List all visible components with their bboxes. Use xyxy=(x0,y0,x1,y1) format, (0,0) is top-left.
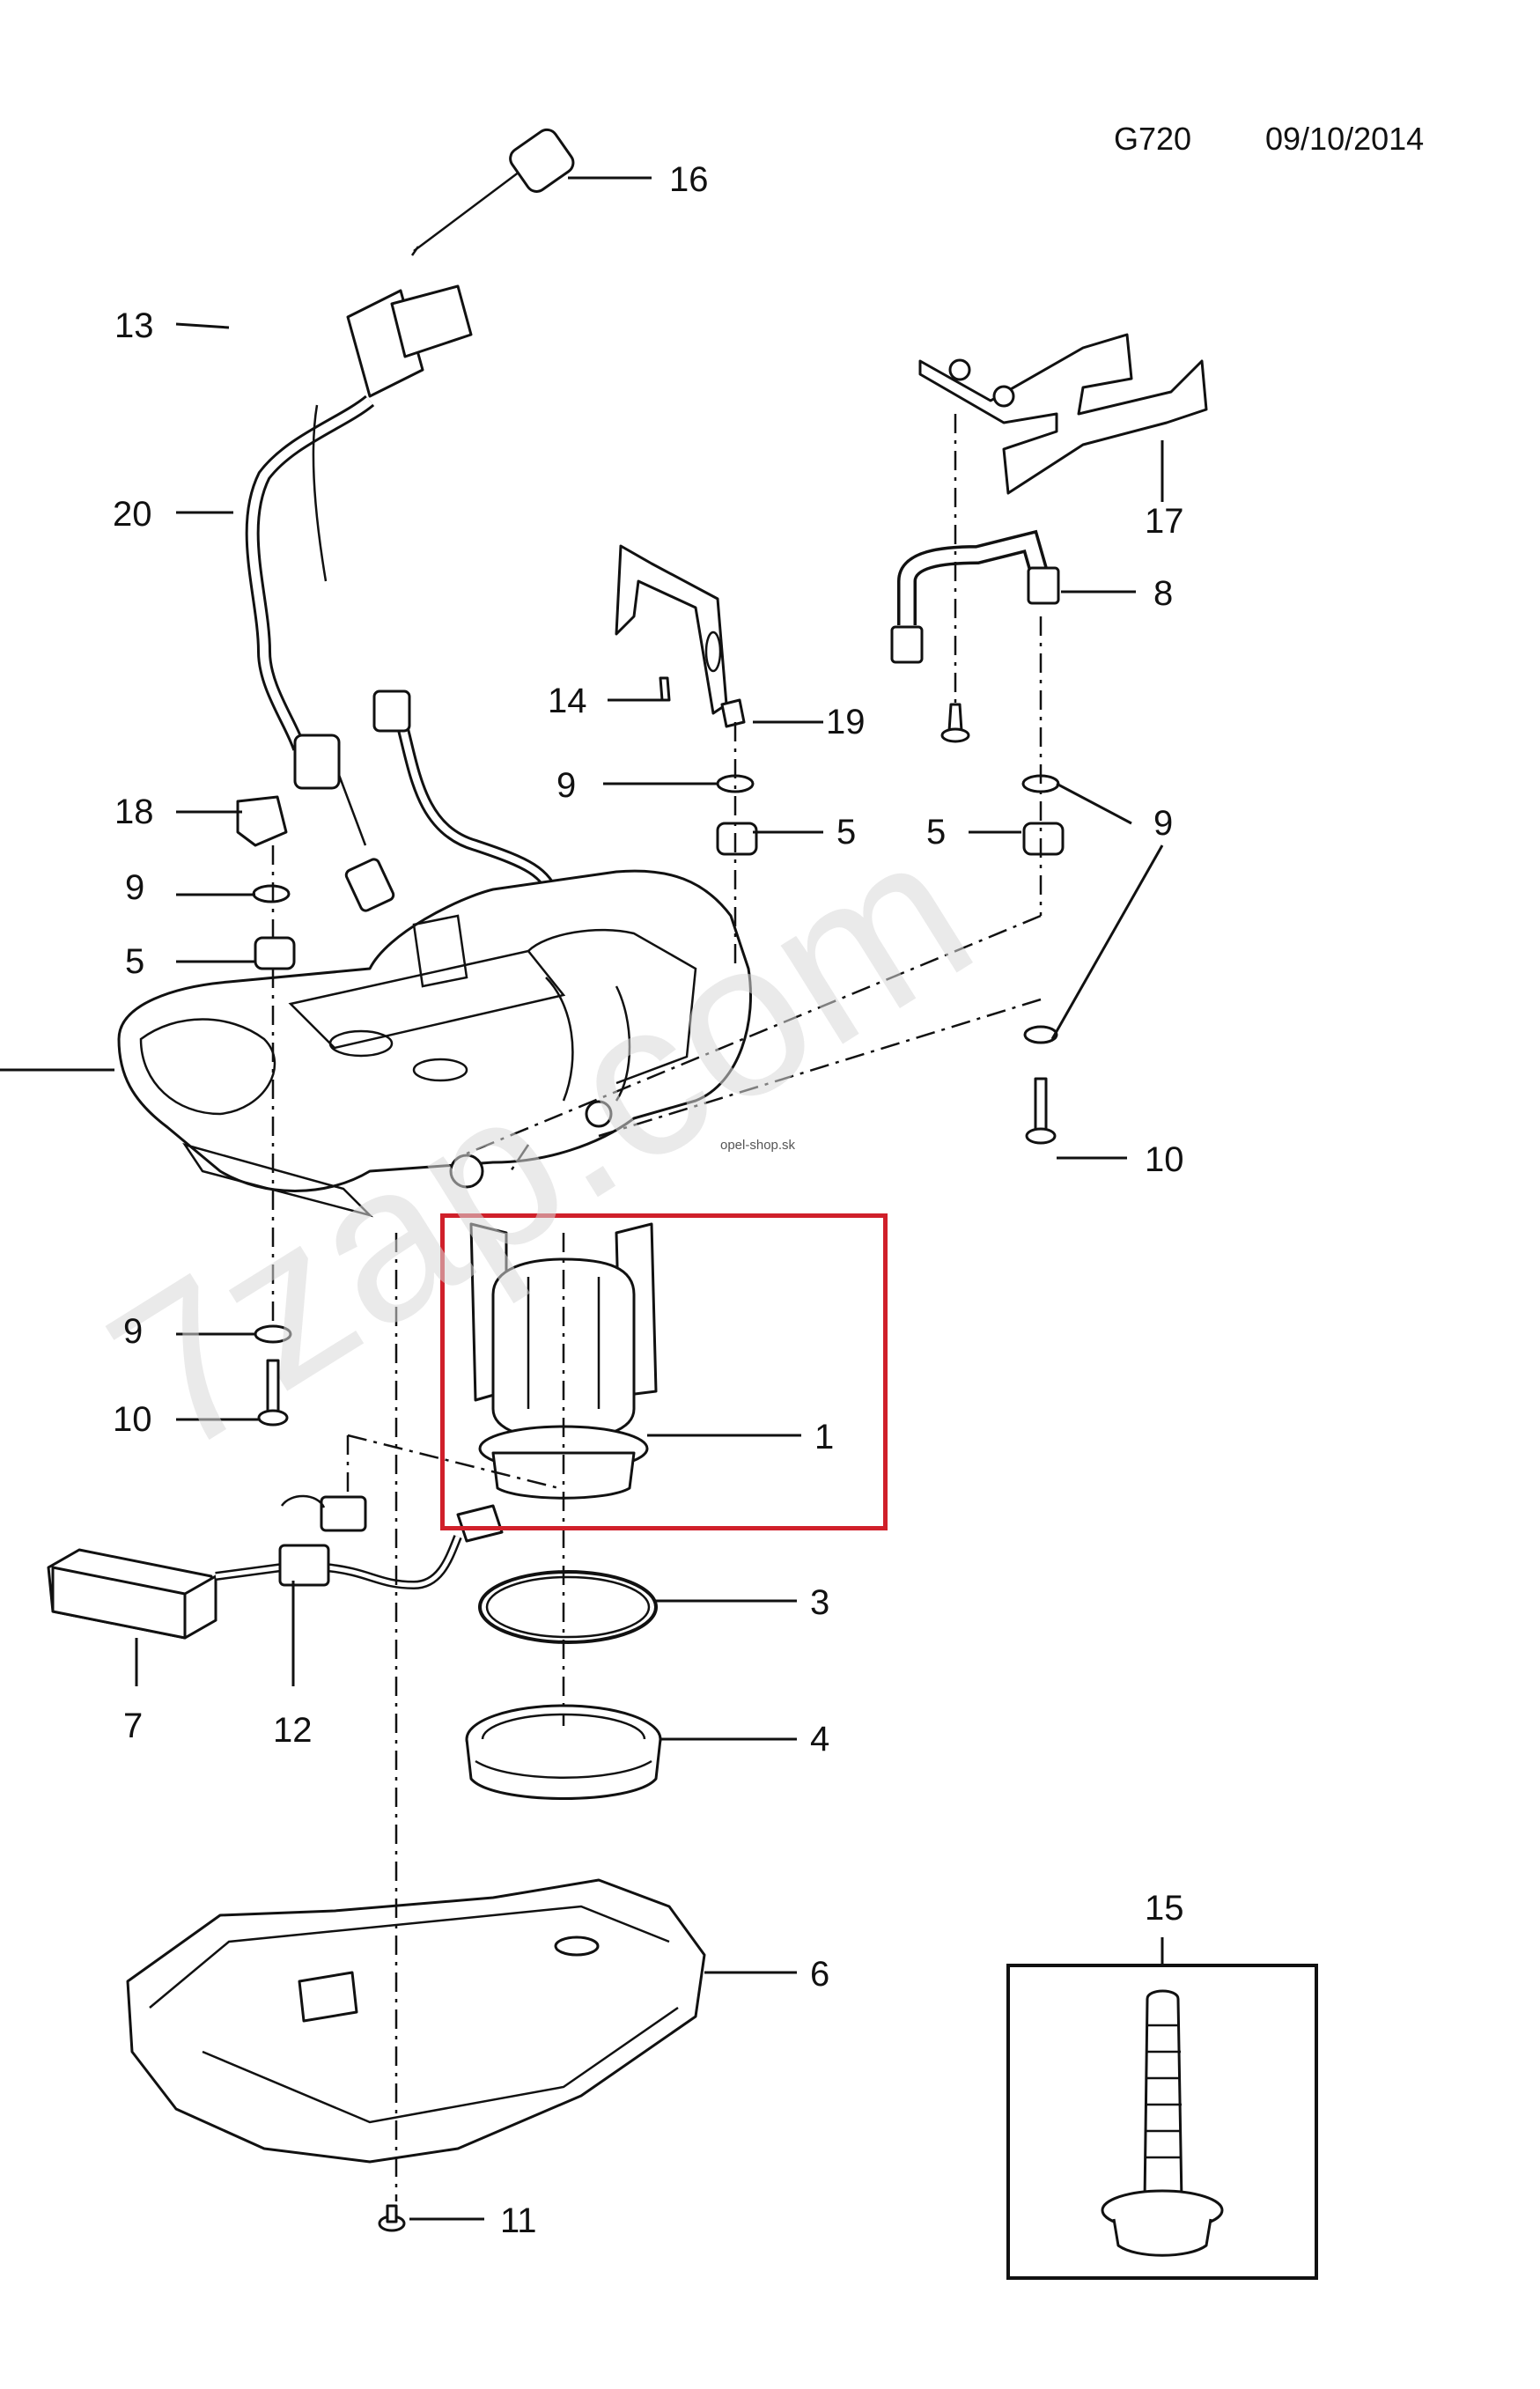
diagram-code: G720 xyxy=(1114,121,1192,157)
screws xyxy=(257,1077,1057,2232)
label-part-9: 9 xyxy=(123,1312,144,1351)
label-part-4: 4 xyxy=(810,1720,830,1759)
label-part-14: 14 xyxy=(548,682,587,720)
label-part-20: 20 xyxy=(113,495,152,534)
seal-ring-part-3 xyxy=(478,1570,658,1644)
diagram-date: 09/10/2014 xyxy=(1265,121,1425,157)
label-part-8: 8 xyxy=(1153,574,1174,613)
label-part-12: 12 xyxy=(273,1711,313,1750)
label-part-5: 5 xyxy=(125,942,145,981)
filler-neck-assembly xyxy=(245,128,575,912)
label-part-9: 9 xyxy=(1153,804,1174,843)
washers-grommets xyxy=(252,774,1065,1344)
label-part-10: 10 xyxy=(1145,1140,1184,1179)
label-part-11: 11 xyxy=(500,2201,537,2240)
label-part-6: 6 xyxy=(810,1955,830,1994)
pipe-part-8 xyxy=(890,529,1060,664)
wiring-harness-part-12 xyxy=(215,1494,462,1590)
source-site-text: opel-shop.sk xyxy=(720,1138,796,1153)
highlight-box xyxy=(440,1213,888,1530)
label-part-15: 15 xyxy=(1145,1889,1184,1928)
assembly-center-lines xyxy=(271,414,1043,2201)
label-part-9: 9 xyxy=(556,766,577,805)
fuel-pump-part-1 xyxy=(456,1222,658,1543)
clip-part-18 xyxy=(236,795,288,847)
label-part-17: 17 xyxy=(1145,502,1184,541)
label-part-10: 10 xyxy=(113,1400,152,1439)
control-module-part-7 xyxy=(47,1548,217,1640)
label-part-16: 16 xyxy=(669,160,709,199)
bracket-part-17 xyxy=(918,333,1208,495)
label-part-18: 18 xyxy=(114,793,154,831)
label-part-3: 3 xyxy=(810,1583,830,1622)
fuel-tank xyxy=(117,869,752,1218)
label-part-13: 13 xyxy=(114,306,154,345)
bracket-part-19 xyxy=(615,544,746,728)
tank-lower-shell-part-6 xyxy=(126,1878,706,2164)
label-part-7: 7 xyxy=(123,1707,144,1745)
bolt-part-15 xyxy=(1101,1989,1224,2257)
label-part-5: 5 xyxy=(836,813,857,852)
label-part-1: 1 xyxy=(814,1418,835,1456)
label-part-9: 9 xyxy=(125,868,145,907)
label-part-5: 5 xyxy=(926,813,947,852)
locking-ring-part-4 xyxy=(465,1704,662,1800)
leader-lines xyxy=(0,176,1164,2221)
label-part-19: 19 xyxy=(826,703,866,741)
